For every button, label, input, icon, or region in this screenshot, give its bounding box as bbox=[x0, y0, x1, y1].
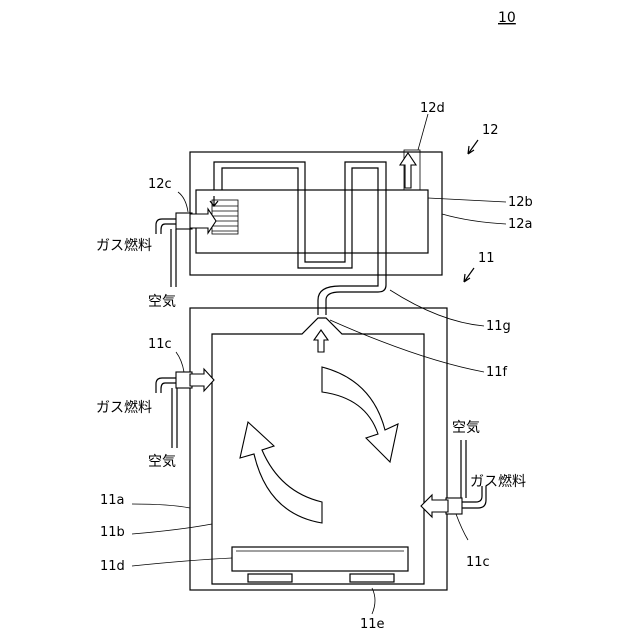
figure-number: 10 bbox=[498, 10, 516, 26]
support-plate-11e bbox=[350, 574, 394, 582]
gas-fuel-label-top: ガス燃料 bbox=[96, 237, 152, 254]
serpentine-pipe-outer bbox=[214, 162, 386, 285]
gas-fuel-label-right: ガス燃料 bbox=[470, 473, 526, 490]
leader-11d bbox=[132, 558, 232, 566]
unit-12-reformer bbox=[156, 150, 442, 287]
label-12c: 12c bbox=[148, 177, 172, 192]
leader-11b bbox=[132, 524, 212, 534]
label-12b: 12b bbox=[508, 195, 533, 210]
burner-11c-right-flame-arrow-icon bbox=[421, 495, 448, 517]
fin-block bbox=[212, 200, 238, 234]
leader-11e bbox=[372, 588, 375, 614]
label-11g: 11g bbox=[486, 319, 511, 334]
ref-arrow-12-icon bbox=[468, 140, 478, 154]
air-label-top: 空気 bbox=[148, 294, 176, 310]
gas-fuel-pipe-left bbox=[156, 378, 176, 393]
label-11f: 11f bbox=[486, 365, 508, 380]
label-11c-right: 11c bbox=[466, 555, 490, 570]
burner-11c-left-flame-arrow-icon bbox=[190, 369, 214, 391]
label-11a: 11a bbox=[100, 493, 125, 508]
label-11c-left: 11c bbox=[148, 337, 172, 352]
air-label-mid: 空気 bbox=[148, 454, 176, 470]
circulation-arrow-up-icon bbox=[240, 422, 322, 523]
label-11: 11 bbox=[478, 251, 495, 266]
air-label-right: 空気 bbox=[452, 420, 480, 436]
gas-fuel-pipe-top-inner bbox=[161, 224, 176, 234]
leader-12c bbox=[178, 192, 188, 212]
label-11d: 11d bbox=[100, 559, 125, 574]
gas-fuel-label-mid: ガス燃料 bbox=[96, 399, 152, 416]
down-arrow-small-icon bbox=[210, 196, 218, 206]
support-plate-11e bbox=[248, 574, 292, 582]
label-12: 12 bbox=[482, 123, 499, 138]
label-12a: 12a bbox=[508, 217, 533, 232]
leader-12d bbox=[418, 114, 428, 150]
unit-11-furnace bbox=[156, 308, 486, 590]
label-12d: 12d bbox=[420, 101, 445, 116]
leader-12a bbox=[442, 214, 506, 224]
gas-fuel-pipe-top bbox=[156, 219, 176, 234]
fin-block-outline bbox=[212, 200, 238, 234]
circulation-arrow-down-icon bbox=[322, 367, 398, 462]
leader-12b bbox=[428, 198, 506, 202]
leader-11f bbox=[330, 320, 484, 372]
inner-box-12b bbox=[196, 190, 428, 253]
exhaust-up-arrow-icon bbox=[400, 153, 416, 188]
leader-11c-right bbox=[456, 514, 468, 540]
outlet-up-arrow-icon bbox=[314, 330, 328, 352]
label-11e: 11e bbox=[360, 617, 385, 632]
gas-fuel-pipe-left-inner bbox=[161, 383, 176, 393]
leader-11c-left bbox=[176, 352, 184, 372]
connecting-pipe-inner bbox=[318, 285, 378, 315]
connecting-pipe-outer bbox=[326, 285, 386, 315]
label-11b: 11b bbox=[100, 525, 125, 540]
ref-arrow-11-icon bbox=[464, 268, 474, 282]
serpentine-pipe-inner bbox=[222, 168, 378, 285]
leader-11a bbox=[132, 504, 190, 508]
